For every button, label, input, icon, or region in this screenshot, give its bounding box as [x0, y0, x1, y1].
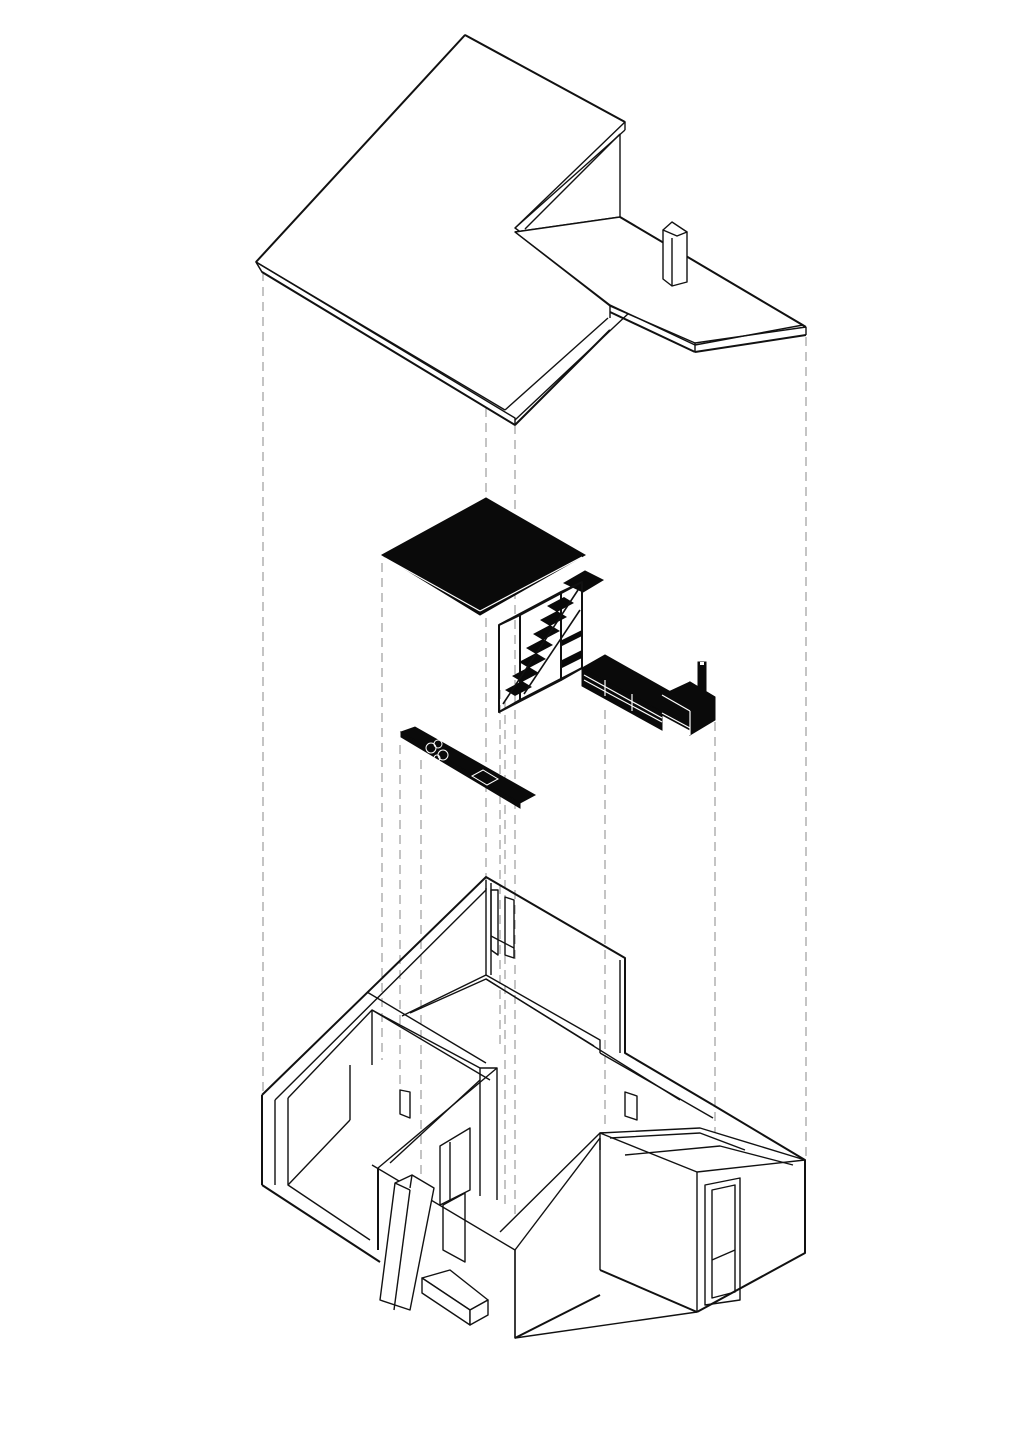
shelving-unit	[580, 654, 687, 731]
stove	[661, 661, 716, 736]
ground-floor-walls	[261, 876, 806, 1339]
roof	[255, 34, 807, 426]
chimney	[662, 221, 688, 287]
bay-window	[599, 1127, 806, 1312]
sink-icon	[470, 769, 500, 786]
platform	[381, 497, 587, 616]
kitchen-counter	[399, 726, 537, 809]
staircase	[498, 581, 583, 713]
hob-icon	[425, 739, 449, 762]
projection-lines	[262, 272, 807, 1220]
entrance	[379, 1174, 489, 1326]
